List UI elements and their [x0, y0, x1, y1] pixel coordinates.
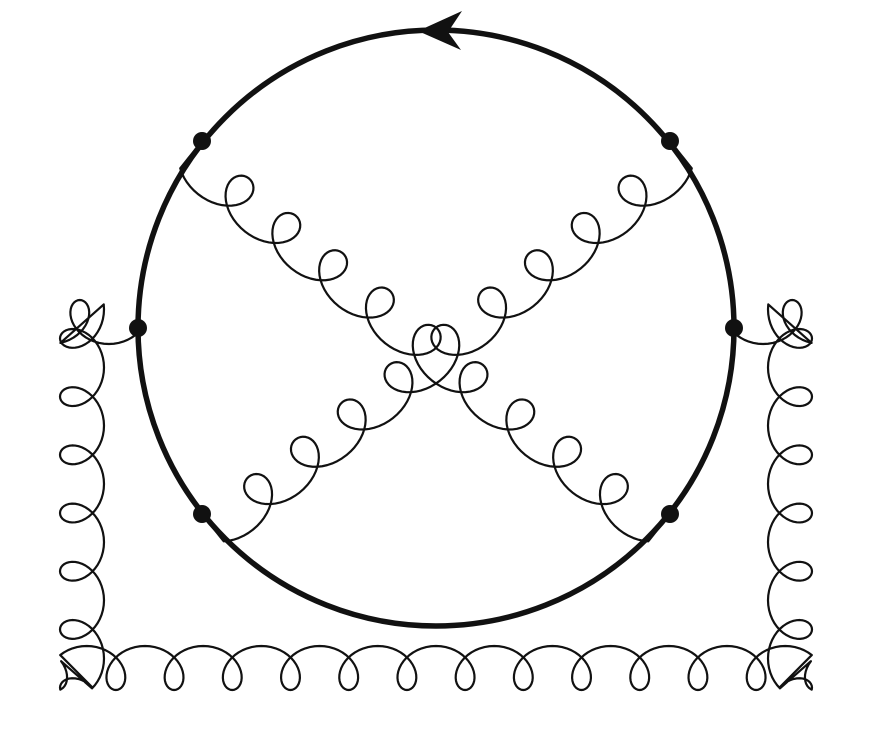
vertex-lower-right	[661, 505, 679, 523]
vertex-upper-right	[661, 132, 679, 150]
gluon-outer-loop	[58, 298, 814, 692]
vertex-mid-right	[725, 319, 743, 337]
vertex-mid-left	[129, 319, 147, 337]
gluon-upper-left-to-lower-right	[179, 139, 672, 543]
gluon-upper-right-to-lower-left	[200, 139, 693, 543]
vertex-upper-left	[193, 132, 211, 150]
arrow-left-icon	[418, 11, 462, 50]
vertex-lower-left	[193, 505, 211, 523]
vertex-group	[129, 132, 743, 523]
